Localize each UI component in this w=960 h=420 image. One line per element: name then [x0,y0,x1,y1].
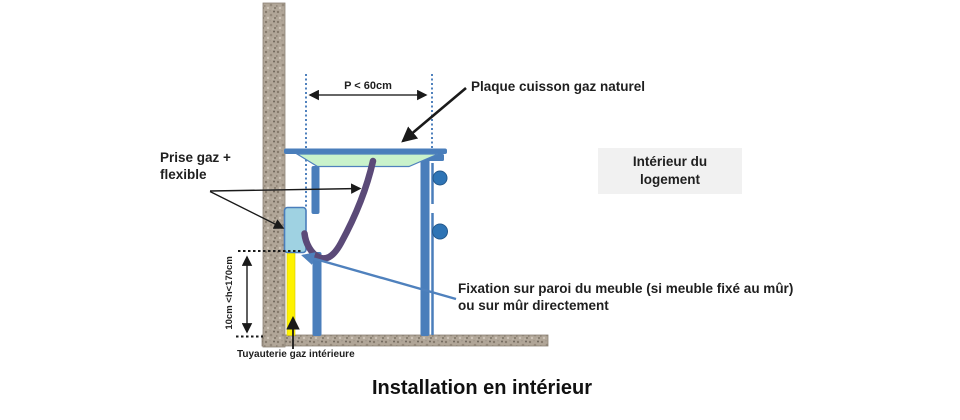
cooktop-surface [294,153,439,168]
fixation-label: Fixation sur paroi du meuble (si meuble … [458,281,793,315]
knob-upper [432,170,448,186]
flexible-hose [301,157,377,262]
gas-outlet-label: Prise gaz + flexible [160,150,231,184]
prise-arrow-to-hose [209,183,362,194]
fixation-label-line2: ou sur mûr directement [458,297,609,313]
cooktop-label: Plaque cuisson gaz naturel [471,79,646,94]
cabinet-left-panel-upper [311,166,320,214]
knob-lower [432,223,448,240]
gas-outlet-label-line1: Prise gaz + [160,150,231,165]
fixation-label-line1: Fixation sur paroi du meuble (si meuble … [458,281,794,296]
fixation-leader-line [301,252,457,301]
height-dimension-label: 10cm <h<170cm [224,256,236,330]
interior-housing-box: Intérieur du logement [598,148,742,194]
floor-slab [261,334,549,347]
gas-outlet-label-line2: flexible [160,166,207,182]
plaque-arrow [401,87,467,143]
cabinet-right-panel [420,154,430,336]
wall [262,2,286,348]
prise-arrow-to-outlet [209,190,285,229]
width-dimension-label: P < 60cm [344,80,392,92]
gas-outlet-box [283,206,307,254]
interior-housing-line2: logement [639,172,700,187]
interior-pipe-label: Tuyauterie gaz intérieure [237,349,355,360]
figure-title: Installation en intérieur [371,377,593,399]
countertop [284,148,447,154]
cabinet-left-panel-lower [312,252,322,336]
interior-housing-line1: Intérieur du [632,154,708,170]
